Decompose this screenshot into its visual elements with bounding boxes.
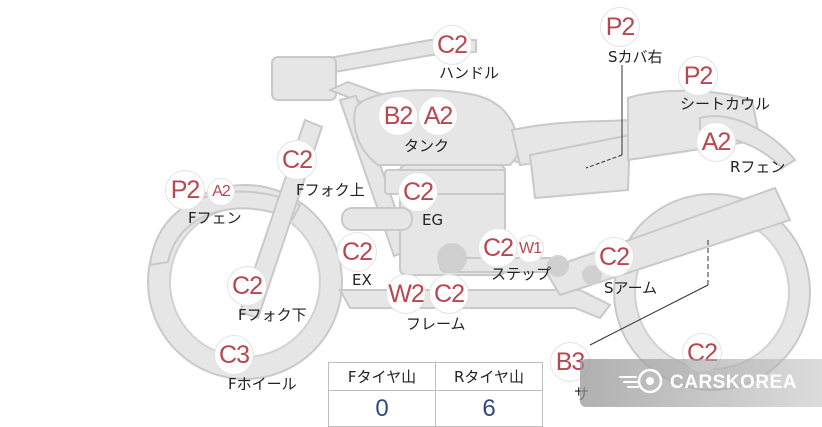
carskorea-logo-icon [618,367,664,399]
s-cover-r-label: Sカバ右 [608,48,663,66]
frame-badge-c2: C2 [429,274,469,314]
seat-cowl-label: シートカウル [680,95,771,113]
front-tire-header: Fタイヤ山 [328,362,436,391]
step-label: ステップ [491,265,552,283]
r-fender-badge-a2: A2 [696,122,736,162]
s-arm-badge-c2: C2 [594,237,634,277]
f-fender-badge-a2: A2 [207,178,235,206]
r-fender-label: Rフェン [730,158,786,176]
s-arm-label: Sアーム [604,279,658,297]
side-cover [528,133,632,200]
watermark-text: CARSKOREA [670,372,797,393]
f-fork-upper-label: Fフォク上 [296,181,365,199]
eg-badge-c2: C2 [398,172,438,212]
frame-badge-w2: W2 [386,274,426,314]
tank-badge-a2: A2 [418,96,458,136]
ex-label: EX [352,271,372,289]
handle-badge-c2: C2 [432,25,472,65]
ex-badge-c2: C2 [337,232,377,272]
f-fender-badge-p2: P2 [165,170,205,210]
tank-label: タンク [404,137,450,155]
f-fork-lower-badge-c2: C2 [227,266,267,306]
frame-label: フレーム [406,315,466,333]
seat-cowl-badge-p2: P2 [678,56,718,96]
exhaust [341,207,413,231]
rear-tire-value: 6 [435,390,543,427]
rear-tire-header: Rタイヤ山 [435,362,543,391]
handle-label: ハンドル [439,64,500,82]
front-fender [148,190,302,267]
f-wheel-label: Fホイール [228,375,297,393]
headlight [271,56,337,101]
f-fender-label: Fフェン [188,209,242,227]
carskorea-watermark: CARSKOREA [580,359,822,407]
front-tire-value: 0 [328,390,436,427]
f-fork-lower-label: Fフォク下 [238,306,307,324]
step-badge-w1: W1 [516,235,544,263]
step-badge-c2: C2 [478,228,518,268]
tank-badge-b2: B2 [378,96,418,136]
tire-tread-table: Fタイヤ山 Rタイヤ山 0 6 [328,362,543,427]
s-cover-r-badge-p2: P2 [600,7,640,47]
eg-label: EG [422,211,444,229]
f-fork-upper-badge-c2: C2 [277,140,317,180]
f-wheel-badge-c3: C3 [214,335,254,375]
